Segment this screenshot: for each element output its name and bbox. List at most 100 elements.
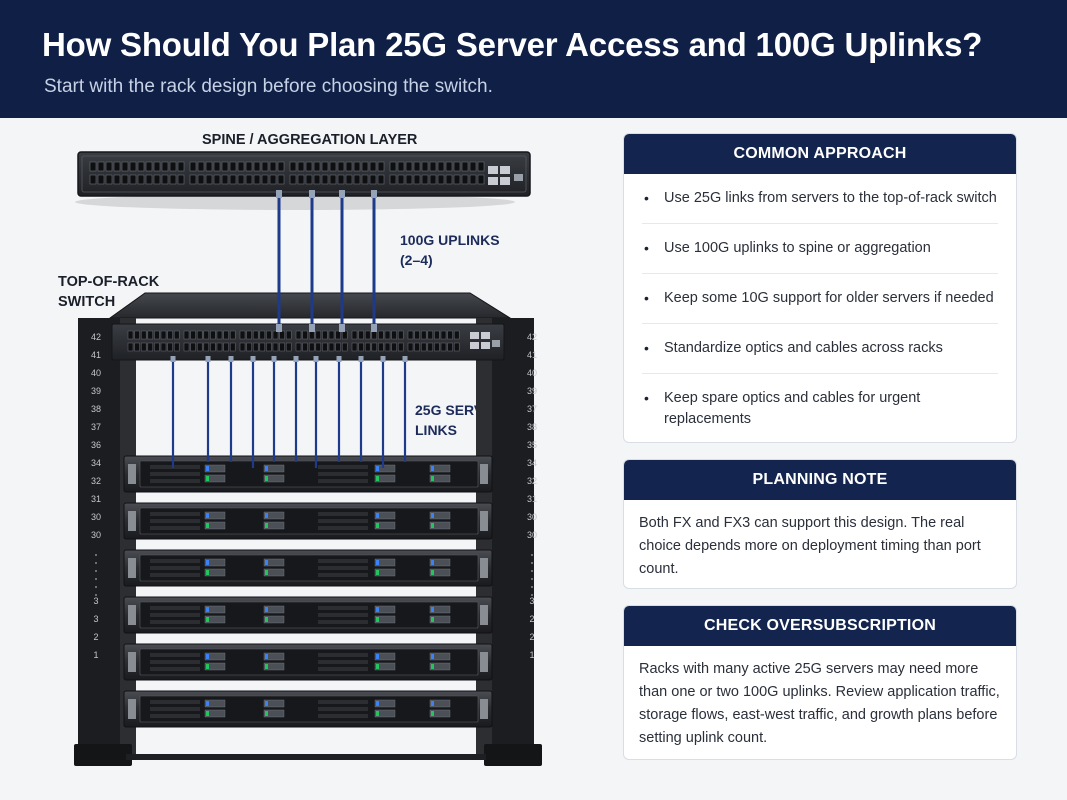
rack-unit-tick (95, 586, 97, 588)
tor-port (183, 342, 190, 352)
spine-port (213, 174, 221, 185)
planning-note-text: Both FX and FX3 can support this design.… (639, 515, 981, 577)
tor-port (147, 330, 154, 340)
spine-port (437, 161, 445, 172)
tor-port (397, 342, 404, 352)
server-link-connector (380, 356, 386, 362)
spine-port (353, 174, 361, 185)
tor-port (302, 342, 308, 352)
rack-unit-number: 30 (527, 512, 537, 522)
tor-port (341, 342, 348, 352)
spine-port (253, 174, 261, 185)
spine-port (161, 161, 169, 172)
tor-port (414, 330, 420, 340)
rack-unit-number: 40 (91, 368, 101, 378)
tor-port (427, 342, 434, 352)
tor-port (295, 342, 302, 352)
tor-port (414, 342, 420, 352)
spine-port (397, 161, 405, 172)
tor-port (203, 342, 210, 352)
spine-port (153, 161, 161, 172)
spine-port (269, 161, 277, 172)
spine-port (337, 174, 345, 185)
tor-port (308, 330, 315, 340)
spine-port (429, 174, 437, 185)
tor-port (266, 342, 272, 352)
spine-port (321, 161, 329, 172)
spine-port (413, 161, 421, 172)
tor-port (285, 342, 292, 352)
tor-port (239, 330, 246, 340)
uplink-connector (371, 190, 377, 198)
tor-port (160, 342, 167, 352)
tor-port (351, 342, 358, 352)
spine-port (289, 174, 297, 185)
tor-port (190, 342, 196, 352)
tor-switch-label: TOP-OF-RACK SWITCH (58, 274, 160, 310)
page-subtitle: Start with the rack design before choosi… (44, 76, 493, 97)
rack-unit-number: 2 (529, 614, 534, 624)
common-approach-list: Use 25G links from servers to the top-of… (624, 174, 1016, 442)
spine-port (337, 161, 345, 172)
tor-port (420, 342, 427, 352)
tor-port (407, 342, 414, 352)
server-link-connector (358, 356, 364, 362)
spine-port (145, 161, 153, 172)
tor-port (252, 330, 259, 340)
server-link-cables (170, 356, 408, 468)
tor-port (434, 330, 440, 340)
server (123, 455, 493, 493)
spine-port (113, 174, 121, 185)
tor-port (127, 342, 134, 352)
tor-port (308, 342, 315, 352)
server-link-connector (228, 356, 234, 362)
spine-port (313, 174, 321, 185)
tor-port (328, 342, 335, 352)
common-approach-heading: COMMON APPROACH (624, 134, 1016, 174)
server (123, 690, 493, 728)
spine-port (229, 161, 237, 172)
rack-unit-tick (531, 554, 533, 556)
tor-port (322, 330, 328, 340)
spine-port (89, 161, 97, 172)
spine-port (297, 174, 305, 185)
tor-port (127, 330, 134, 340)
list-item: Use 100G uplinks to spine or aggregation (642, 224, 998, 274)
rack-unit-number: 37 (91, 422, 101, 432)
tor-port (229, 342, 236, 352)
spine-port (97, 174, 105, 185)
rack-unit-tick (531, 586, 533, 588)
rack-unit-number: 41 (91, 350, 101, 360)
rack-unit-number: 32 (91, 476, 101, 486)
spine-port (177, 174, 185, 185)
tor-port (335, 330, 341, 340)
spine-port (137, 161, 145, 172)
tor-port (315, 342, 322, 352)
rack-unit-number: 30 (91, 512, 101, 522)
spine-port (361, 174, 369, 185)
rack-unit-tick (95, 570, 97, 572)
spine-port (169, 161, 177, 172)
rack-unit-number: 30 (91, 530, 101, 540)
rack-unit-number: 38 (527, 422, 537, 432)
tor-port (315, 330, 322, 340)
rack-unit-tick (95, 562, 97, 564)
rack-unit-tick (95, 554, 97, 556)
spine-port (105, 174, 113, 185)
tor-port (223, 330, 229, 340)
uplink-connector (276, 190, 282, 198)
rack-unit-tick (531, 562, 533, 564)
tor-port (358, 330, 364, 340)
uplink-connector (309, 324, 315, 332)
tor-port (216, 330, 223, 340)
tor-port (407, 330, 414, 340)
rack-unit-number: 32 (527, 476, 537, 486)
tor-port (364, 342, 371, 352)
spine-port (221, 174, 229, 185)
tor-port (272, 342, 279, 352)
tor-port (341, 330, 348, 340)
spine-port (189, 161, 197, 172)
tor-port (364, 330, 371, 340)
spine-port (205, 174, 213, 185)
